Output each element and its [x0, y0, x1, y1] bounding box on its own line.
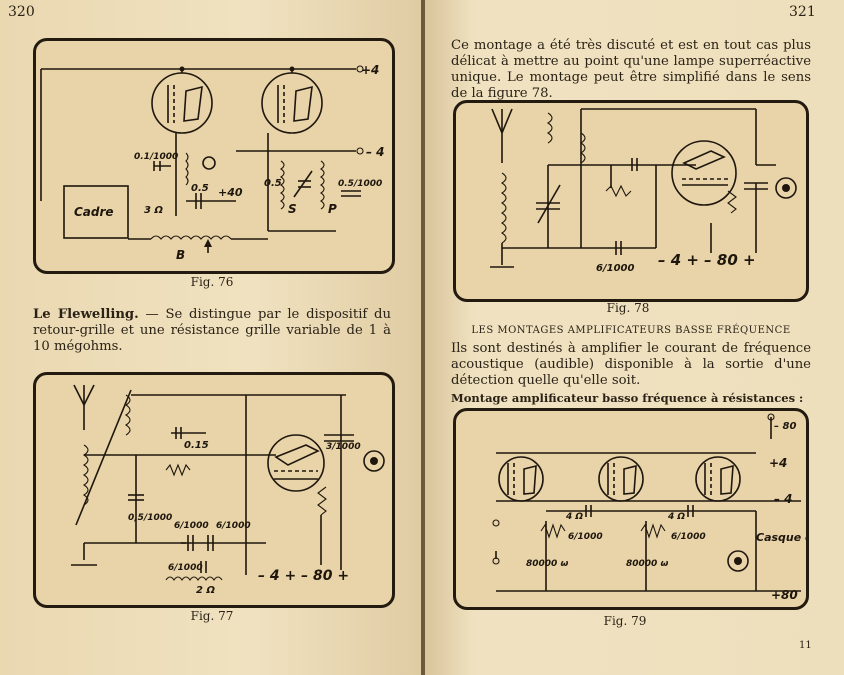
fig76-label-cap-05c: 0.5/1000 — [338, 179, 382, 189]
fig76-label-p: P — [328, 202, 337, 216]
figure-78: 6/1000 – 4 + – 80 + — [453, 100, 809, 302]
fig76-label-cap-05a: 0.5 — [191, 183, 209, 194]
fig79-label-plus4: +4 — [769, 456, 787, 470]
figure-77-schematic: 0.15 3/1000 0,5/1000 6/1000 6/1000 6/100… — [71, 384, 385, 596]
page-number-right: 321 — [789, 4, 816, 20]
figure-76: +4 – 4 0.1/1000 Cadre 3 Ω 0.5 +40 0.5 S … — [33, 38, 395, 274]
fig77-label-cap-05: 0,5/1000 — [128, 513, 172, 523]
fig78-caption: Fig. 78 — [606, 301, 650, 315]
figure-77: 0.15 3/1000 0,5/1000 6/1000 6/1000 6/100… — [33, 372, 395, 608]
figure-76-schematic: +4 – 4 0.1/1000 Cadre 3 Ω 0.5 +40 0.5 S … — [40, 63, 385, 262]
fig76-label-b: B — [176, 248, 185, 262]
fig79-label-minus4: – 4 — [774, 492, 793, 506]
fig79-label-minus80: – 80 — [774, 421, 796, 432]
fig79-label-plus80: +80 — [771, 588, 798, 602]
fig76-label-plus4: +4 — [361, 63, 379, 77]
subheading: Montage amplificateur basso fréquence à … — [451, 391, 804, 405]
flewelling-lead: Le Flewelling. — [33, 307, 139, 322]
fig79-label-res-80000a: 80000 ω — [526, 559, 568, 569]
fig79-label-casque: Casque ou H.P. — [756, 531, 806, 544]
figure-79: – 80 +4 – 4 +80 4 Ω 4 Ω 6/1000 6/1000 80… — [453, 408, 809, 610]
fig79-label-res-80000b: 80000 ω — [626, 559, 668, 569]
intro-paragraph: Ce montage a été très discuté et est en … — [451, 38, 811, 101]
fig77-label-battery: – 4 + – 80 + — [258, 568, 349, 584]
fig77-caption: Fig. 77 — [190, 609, 234, 623]
fig79-label-res-4a: 4 Ω — [565, 512, 583, 522]
fig76-label-cadre: Cadre — [74, 205, 114, 219]
fig76-label-cap-05b: 0.5 — [264, 178, 282, 189]
fig78-label-battery: – 4 + – 80 + — [658, 251, 756, 269]
figure-79-schematic: – 80 +4 – 4 +80 4 Ω 4 Ω 6/1000 6/1000 80… — [492, 413, 806, 602]
figure-78-schematic: 6/1000 – 4 + – 80 + — [490, 108, 797, 274]
page-number-left: 320 — [8, 4, 35, 20]
fig77-label-cap-6c: 6/1000 — [168, 563, 203, 573]
flewelling-paragraph: Le Flewelling. — Se distingue par le dis… — [33, 307, 391, 355]
fig76-caption: Fig. 76 — [190, 275, 234, 289]
fig79-label-cap-6b: 6/1000 — [671, 532, 706, 542]
fig79-caption: Fig. 79 — [603, 614, 647, 628]
fig76-label-plus40: +40 — [218, 186, 243, 199]
fig77-label-cap-015: 0.15 — [184, 440, 209, 451]
section-heading: LES MONTAGES AMPLIFICATEURS BASSE FRÉQUE… — [471, 325, 791, 336]
fig77-label-cap-6b: 6/1000 — [216, 521, 251, 531]
fig77-label-cap-6a: 6/1000 — [174, 521, 209, 531]
fig79-label-cap-6a: 6/1000 — [568, 532, 603, 542]
right-page: 321 Ce montage a été très discuté et est… — [425, 0, 844, 675]
fig76-label-cap-01: 0.1/1000 — [134, 152, 178, 162]
footer-number: 11 — [799, 640, 812, 651]
fig76-label-minus4: – 4 — [366, 145, 385, 159]
section-paragraph: Ils sont destinés à amplifier le courant… — [451, 341, 811, 388]
fig78-label-cap-6: 6/1000 — [596, 263, 634, 274]
left-page: 320 — [0, 0, 421, 675]
fig77-label-cap-3: 3/1000 — [326, 442, 361, 452]
fig76-label-res-3: 3 Ω — [144, 205, 163, 216]
fig79-label-res-4b: 4 Ω — [667, 512, 685, 522]
flewelling-text: — Se distingue par le dispositif du reto… — [33, 307, 391, 354]
fig76-label-s: S — [288, 202, 297, 216]
fig77-label-res-2: 2 Ω — [196, 585, 215, 596]
